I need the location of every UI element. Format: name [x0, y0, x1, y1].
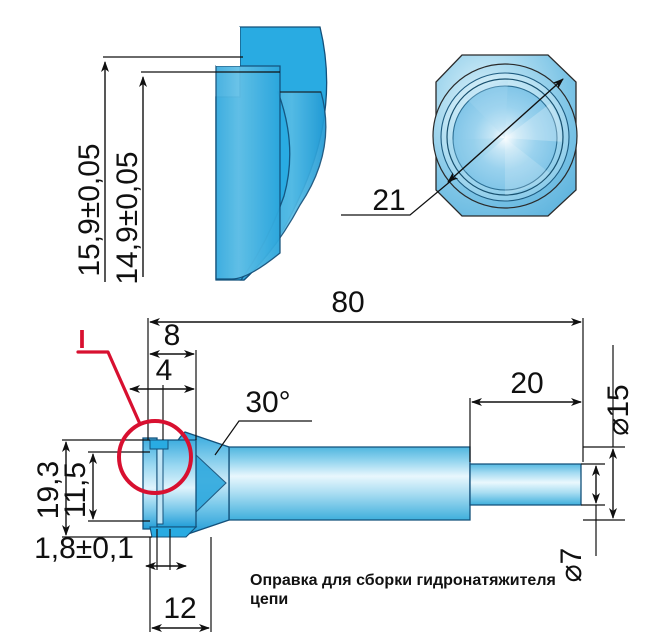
dim-label-20: 20	[510, 367, 543, 400]
shaft-main-body	[228, 446, 471, 521]
section-inner-column	[215, 65, 281, 280]
dim-label-8: 8	[164, 319, 181, 352]
retaining-groove	[156, 441, 164, 525]
caption-block: Оправка для сборки гидронатяжителя цепи	[250, 572, 556, 608]
detail-i-leader	[76, 350, 142, 426]
tip-diameter-7	[469, 463, 582, 506]
dim-label-11-5: 11,5	[59, 462, 92, 518]
step-notch-detail-i	[149, 439, 169, 450]
head-foot	[149, 526, 198, 538]
dim-line-21-diagonal	[447, 78, 564, 183]
dim-label-4: 4	[156, 354, 173, 387]
dim-label-12: 12	[163, 592, 196, 625]
dim-label-21: 21	[372, 184, 405, 217]
detail-i-letter: I	[78, 324, 85, 354]
dim-label-d7: ⌀7	[555, 548, 588, 583]
dim-label-15-9: 15,9±0,05	[73, 143, 106, 276]
dim-label-d15: ⌀15	[602, 384, 635, 435]
section-right-flank	[239, 91, 327, 281]
dim-label-30deg: 30°	[245, 386, 290, 419]
leader-line-30deg	[214, 420, 312, 456]
dim-label-14-9: 14,9±0,05	[111, 151, 144, 284]
section-step-notch	[216, 27, 240, 66]
section-detail-view: 15,9±0,05 14,9±0,05	[73, 26, 328, 285]
caption-line-2: цепи	[250, 591, 288, 608]
dim-label-1-8: 1,8±0,1	[34, 532, 134, 565]
end-view: 21	[341, 54, 578, 217]
detail-i-circle	[117, 419, 193, 495]
main-view: 80 8 4 30° 20 ⌀15 ⌀7 19,3	[32, 286, 635, 632]
caption-line-1: Оправка для сборки гидронатяжителя	[250, 572, 556, 589]
leader-line-21	[341, 179, 453, 216]
dim-label-19-3: 19,3	[32, 461, 65, 519]
dim-label-80: 80	[331, 286, 364, 319]
